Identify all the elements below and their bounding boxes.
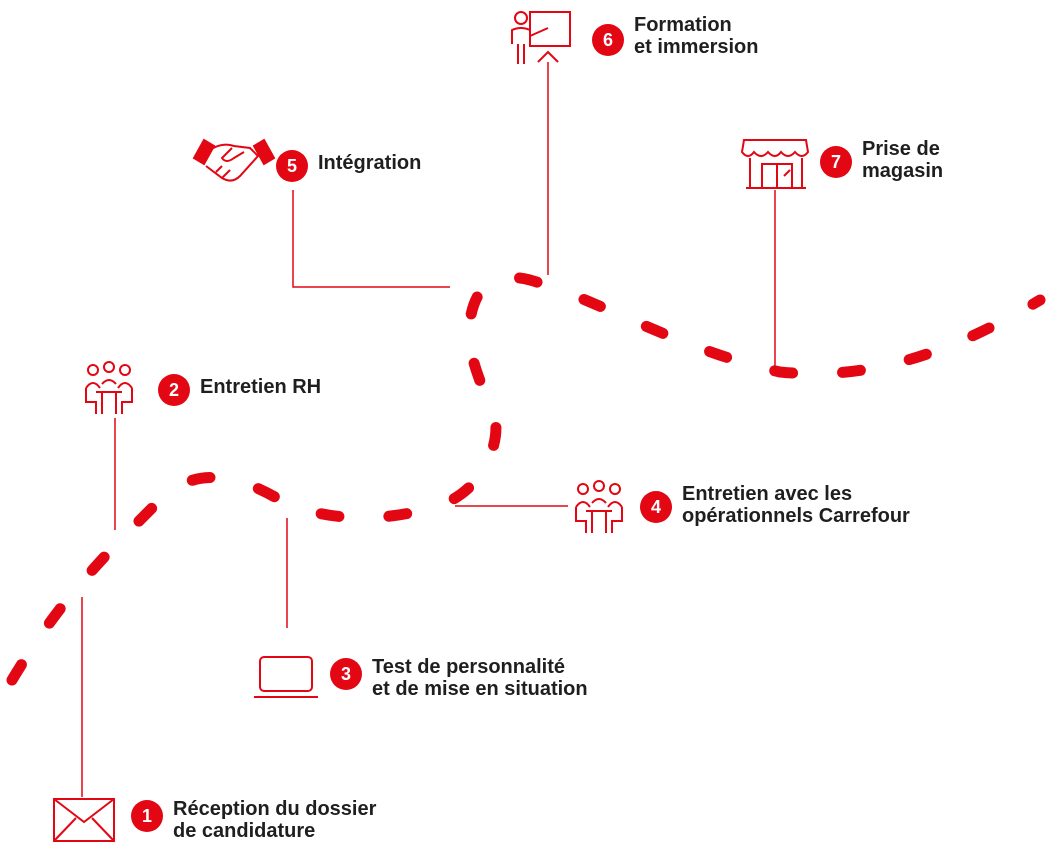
step-number-badge: 7 bbox=[820, 146, 852, 178]
step-3: 3 Test de personnalité et de mise en sit… bbox=[330, 656, 588, 700]
step-label: Entretien RH bbox=[200, 376, 322, 398]
step-5: 5 Intégration bbox=[276, 148, 421, 182]
step-number-badge: 2 bbox=[158, 374, 190, 406]
step-label: Test de personnalité et de mise en situa… bbox=[372, 656, 588, 700]
step-2: 2 Entretien RH bbox=[158, 372, 321, 406]
step-1: 1 Réception du dossier de candidature bbox=[131, 798, 376, 842]
step-4: 4 Entretien avec les opérationnels Carre… bbox=[640, 483, 910, 527]
step-7: 7 Prise de magasin bbox=[820, 138, 943, 182]
step-label: Réception du dossier de candidature bbox=[173, 798, 377, 842]
storefront-icon bbox=[740, 139, 810, 189]
step-label: Formation et immersion bbox=[634, 14, 759, 58]
laptop-icon bbox=[254, 656, 318, 698]
step-number-badge: 3 bbox=[330, 658, 362, 690]
meeting-icon bbox=[575, 480, 623, 533]
step-label: Intégration bbox=[318, 152, 422, 174]
presentation-icon bbox=[511, 11, 571, 64]
dashed-path bbox=[6, 271, 1046, 686]
step-label: Prise de magasin bbox=[862, 138, 944, 182]
step-number-badge: 6 bbox=[592, 24, 624, 56]
step-label: Entretien avec les opérationnels Carrefo… bbox=[682, 483, 910, 527]
meeting-icon bbox=[85, 361, 133, 414]
connector-5 bbox=[292, 190, 450, 288]
step-number-badge: 4 bbox=[640, 491, 672, 523]
envelope-icon bbox=[53, 798, 115, 842]
step-number-badge: 5 bbox=[276, 150, 308, 182]
handshake-icon bbox=[192, 138, 276, 182]
step-6: 6 Formation et immersion bbox=[592, 14, 758, 58]
step-number-badge: 1 bbox=[131, 800, 163, 832]
